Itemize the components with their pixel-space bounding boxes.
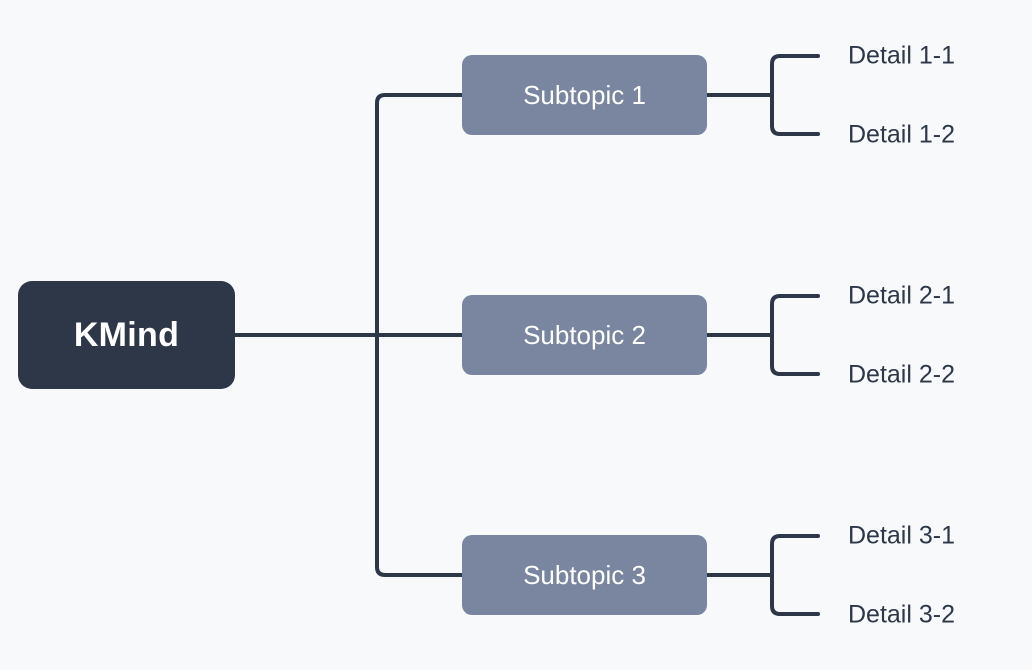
detail-label-2-2[interactable]: Detail 2-2 bbox=[848, 360, 955, 389]
subtopic-node-2-label: Subtopic 2 bbox=[523, 319, 646, 350]
root-node[interactable]: KMind bbox=[18, 281, 235, 389]
connector-branch-3-bracket bbox=[770, 534, 820, 616]
subtopic-node-1[interactable]: Subtopic 1 bbox=[462, 55, 707, 135]
subtopic-node-3-label: Subtopic 3 bbox=[523, 559, 646, 590]
detail-label-1-2[interactable]: Detail 1-2 bbox=[848, 120, 955, 149]
connector-branch-1-bracket bbox=[770, 54, 820, 136]
detail-label-3-1[interactable]: Detail 3-1 bbox=[848, 521, 955, 550]
subtopic-node-3[interactable]: Subtopic 3 bbox=[462, 535, 707, 615]
detail-label-3-2[interactable]: Detail 3-2 bbox=[848, 600, 955, 629]
connector-trunk-bottom bbox=[375, 333, 464, 577]
connector-branch-2-bracket bbox=[770, 294, 820, 376]
detail-label-2-1[interactable]: Detail 2-1 bbox=[848, 281, 955, 310]
connector-trunk-top bbox=[375, 93, 464, 337]
subtopic-node-1-label: Subtopic 1 bbox=[523, 79, 646, 110]
subtopic-node-2[interactable]: Subtopic 2 bbox=[462, 295, 707, 375]
detail-label-1-1[interactable]: Detail 1-1 bbox=[848, 41, 955, 70]
root-node-label: KMind bbox=[73, 315, 180, 354]
